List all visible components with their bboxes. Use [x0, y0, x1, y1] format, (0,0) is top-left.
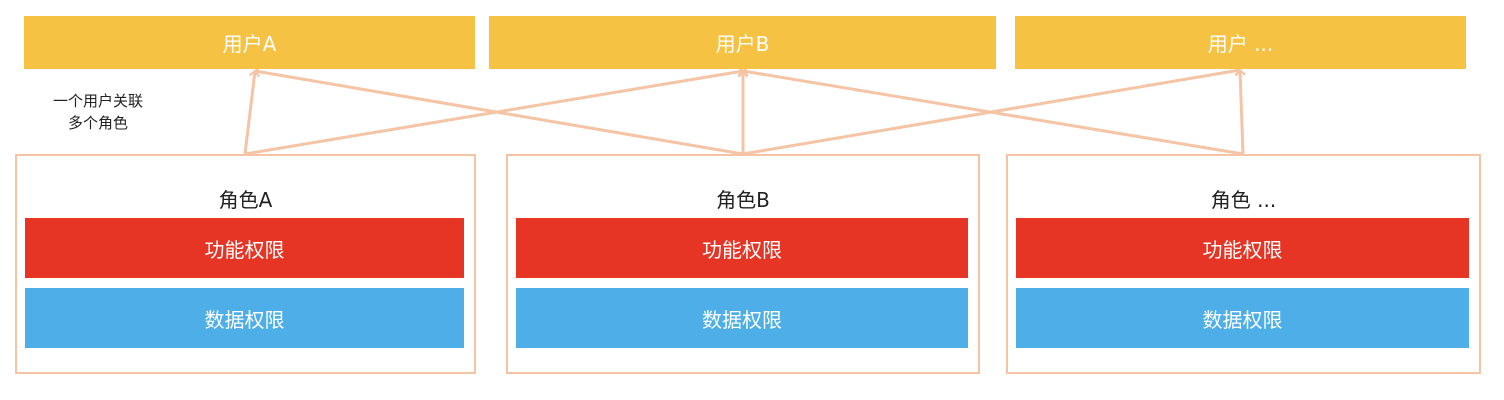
- data-permission-bar: 数据权限: [25, 288, 464, 348]
- function-permission-label: 功能权限: [204, 237, 285, 262]
- note-line-2: 多个角色: [67, 114, 128, 132]
- role-title: 角色A: [218, 188, 273, 212]
- role-box-b: 角色B 功能权限 数据权限: [506, 154, 980, 374]
- role-title: 角色B: [716, 188, 770, 212]
- user-label: 用户 ...: [1207, 32, 1274, 56]
- data-permission-bar: 数据权限: [516, 288, 968, 348]
- arrow-role-c-to-user-b: [741, 66, 1244, 156]
- function-permission-label: 功能权限: [1202, 237, 1283, 262]
- function-permission-bar: 功能权限: [516, 218, 968, 278]
- note-line-1: 一个用户关联: [52, 92, 143, 110]
- role-title: 角色 ...: [1210, 188, 1277, 212]
- arrow-role-b-to-user-a: [253, 66, 744, 156]
- data-permission-label: 数据权限: [1202, 307, 1283, 332]
- user-label: 用户A: [222, 32, 277, 56]
- arrow-role-c-to-user-c: [1234, 68, 1246, 155]
- user-label: 用户B: [715, 32, 770, 56]
- user-box-a: 用户A: [24, 16, 475, 69]
- function-permission-label: 功能权限: [702, 237, 782, 262]
- function-permission-bar: 功能权限: [25, 218, 464, 278]
- role-box-a: 角色A 功能权限 数据权限: [15, 154, 476, 374]
- user-box-b: 用户B: [489, 16, 996, 69]
- role-box-more: 角色 ... 功能权限 数据权限: [1006, 154, 1481, 374]
- relation-note: 一个用户关联 多个角色: [38, 90, 158, 134]
- data-permission-bar: 数据权限: [1016, 288, 1469, 348]
- function-permission-bar: 功能权限: [1016, 218, 1469, 278]
- arrow-role-a-to-user-a: [243, 69, 261, 155]
- user-box-more: 用户 ...: [1015, 16, 1466, 69]
- data-permission-label: 数据权限: [702, 307, 782, 332]
- data-permission-label: 数据权限: [204, 307, 285, 332]
